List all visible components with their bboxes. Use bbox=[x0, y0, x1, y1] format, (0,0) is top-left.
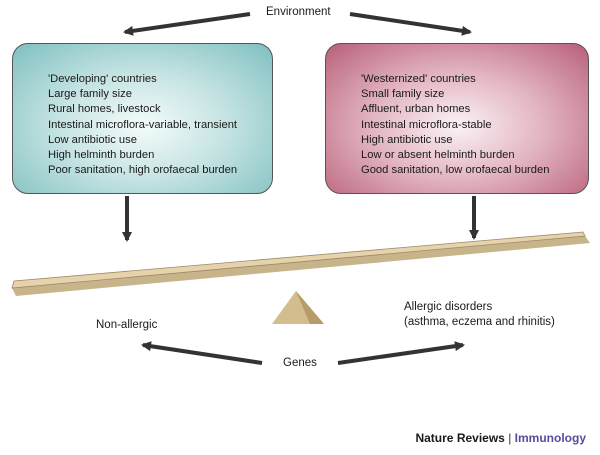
westernized-line-7: Good sanitation, low orofaecal burden bbox=[361, 164, 550, 177]
developing-countries-box: 'Developing' countries Large family size… bbox=[12, 43, 273, 194]
developing-line-7: Poor sanitation, high orofaecal burden bbox=[48, 164, 238, 177]
developing-line-2: Large family size bbox=[48, 88, 132, 101]
westernized-line-4: Intestinal microflora-stable bbox=[361, 118, 492, 131]
publisher-name: Nature Reviews bbox=[415, 431, 505, 445]
allergic-disorders-label: Allergic disorders (asthma, eczema and r… bbox=[404, 300, 555, 330]
developing-line-5: Low antibiotic use bbox=[48, 133, 137, 146]
environment-arrow-right bbox=[349, 12, 472, 36]
non-allergic-label: Non-allergic bbox=[96, 319, 158, 331]
developing-line-1: 'Developing' countries bbox=[48, 73, 157, 85]
seesaw-plank bbox=[11, 231, 590, 296]
genes-label: Genes bbox=[283, 357, 317, 369]
developing-line-4: Intestinal microflora-variable, transien… bbox=[48, 118, 238, 131]
environment-label: Environment bbox=[266, 6, 331, 18]
genes-arrow-right bbox=[337, 341, 465, 365]
journal-credit: Nature Reviews | Immunology bbox=[415, 431, 586, 445]
allergic-label-line1: Allergic disorders bbox=[404, 301, 493, 313]
genes-arrow-left bbox=[141, 341, 263, 365]
journal-name: Immunology bbox=[514, 431, 586, 445]
seesaw-fulcrum bbox=[272, 291, 324, 324]
westernized-line-1: 'Westernized' countries bbox=[361, 73, 476, 85]
environment-arrow-left bbox=[123, 12, 251, 36]
westernized-line-5: High antibiotic use bbox=[361, 133, 453, 146]
westernized-countries-box: 'Westernized' countries Small family siz… bbox=[325, 43, 589, 194]
developing-line-3: Rural homes, livestock bbox=[48, 103, 161, 116]
developing-line-6: High helminth burden bbox=[48, 149, 155, 162]
westernized-line-3: Affluent, urban homes bbox=[361, 103, 471, 116]
allergic-label-line2: (asthma, eczema and rhinitis) bbox=[404, 316, 555, 328]
westernized-line-2: Small family size bbox=[361, 88, 445, 101]
westernized-line-6: Low or absent helminth burden bbox=[361, 149, 515, 162]
credit-separator: | bbox=[508, 431, 512, 445]
